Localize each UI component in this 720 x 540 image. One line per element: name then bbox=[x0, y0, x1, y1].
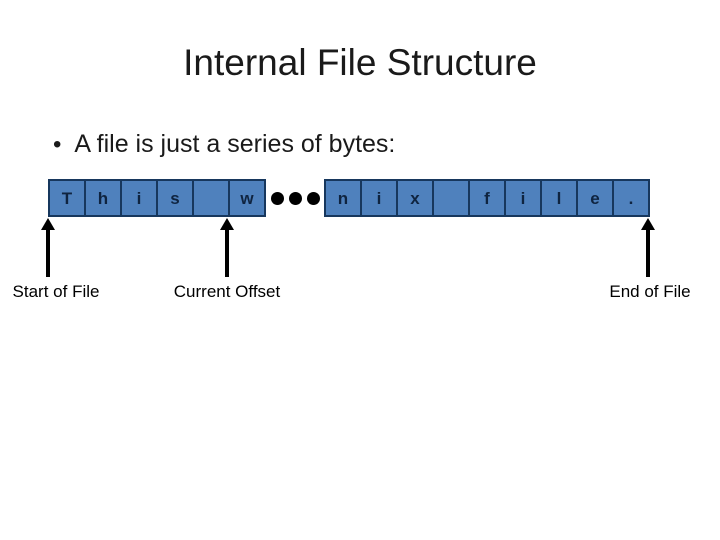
byte-cell-char: i bbox=[520, 188, 526, 208]
byte-cell-char: f bbox=[484, 188, 490, 208]
byte-cell: . bbox=[612, 179, 650, 217]
byte-cell bbox=[432, 179, 470, 217]
start-of-file-label: Start of File bbox=[12, 282, 100, 301]
byte-cell: i bbox=[120, 179, 158, 217]
byte-cell: s bbox=[156, 179, 194, 217]
slide-title: Internal File Structure bbox=[183, 42, 537, 83]
byte-cell: T bbox=[48, 179, 86, 217]
ellipsis-dot bbox=[270, 191, 284, 205]
byte-cell-char: n bbox=[337, 188, 349, 208]
byte-cell: h bbox=[84, 179, 122, 217]
byte-cell bbox=[192, 179, 230, 217]
arrow-shaft bbox=[646, 229, 650, 277]
bullet-text: A file is just a series of bytes: bbox=[74, 130, 396, 158]
byte-cell-char: i bbox=[136, 188, 142, 208]
byte-cell: i bbox=[360, 179, 398, 217]
up-arrow-icon bbox=[220, 218, 234, 230]
byte-cell-char: l bbox=[556, 188, 562, 208]
byte-cells-after-ellipsis: n i x f i bbox=[324, 179, 650, 217]
byte-strip: T h i s w bbox=[48, 179, 650, 217]
byte-cell: x bbox=[396, 179, 434, 217]
byte-cells-before-ellipsis: T h i s w bbox=[48, 179, 266, 217]
arrow-shaft bbox=[225, 229, 229, 277]
byte-cell-char: i bbox=[376, 188, 382, 208]
byte-cell-char: . bbox=[628, 188, 634, 208]
byte-cell-char: w bbox=[240, 188, 254, 208]
end-of-file-label: End of File bbox=[609, 282, 691, 301]
up-arrow-icon bbox=[41, 218, 55, 230]
bullet-line: • A file is just a series of bytes: bbox=[53, 130, 395, 159]
byte-cell-char: T bbox=[61, 188, 73, 208]
byte-cell: l bbox=[540, 179, 578, 217]
up-arrow-icon bbox=[641, 218, 655, 230]
arrow-shaft bbox=[46, 229, 50, 277]
byte-cell-char: h bbox=[97, 188, 109, 208]
ellipsis-dot bbox=[288, 191, 302, 205]
current-offset-label: Current Offset bbox=[173, 282, 281, 301]
byte-cell: i bbox=[504, 179, 542, 217]
byte-cell: n bbox=[324, 179, 362, 217]
ellipsis-dot bbox=[306, 191, 320, 205]
bullet-glyph: • bbox=[53, 131, 62, 158]
byte-cell: f bbox=[468, 179, 506, 217]
byte-cell: e bbox=[576, 179, 614, 217]
byte-cell-char: s bbox=[170, 188, 180, 208]
ellipsis-dots bbox=[266, 179, 324, 217]
byte-cell-char: e bbox=[590, 188, 600, 208]
byte-cell-char: x bbox=[410, 188, 420, 208]
byte-cell: w bbox=[228, 179, 266, 217]
